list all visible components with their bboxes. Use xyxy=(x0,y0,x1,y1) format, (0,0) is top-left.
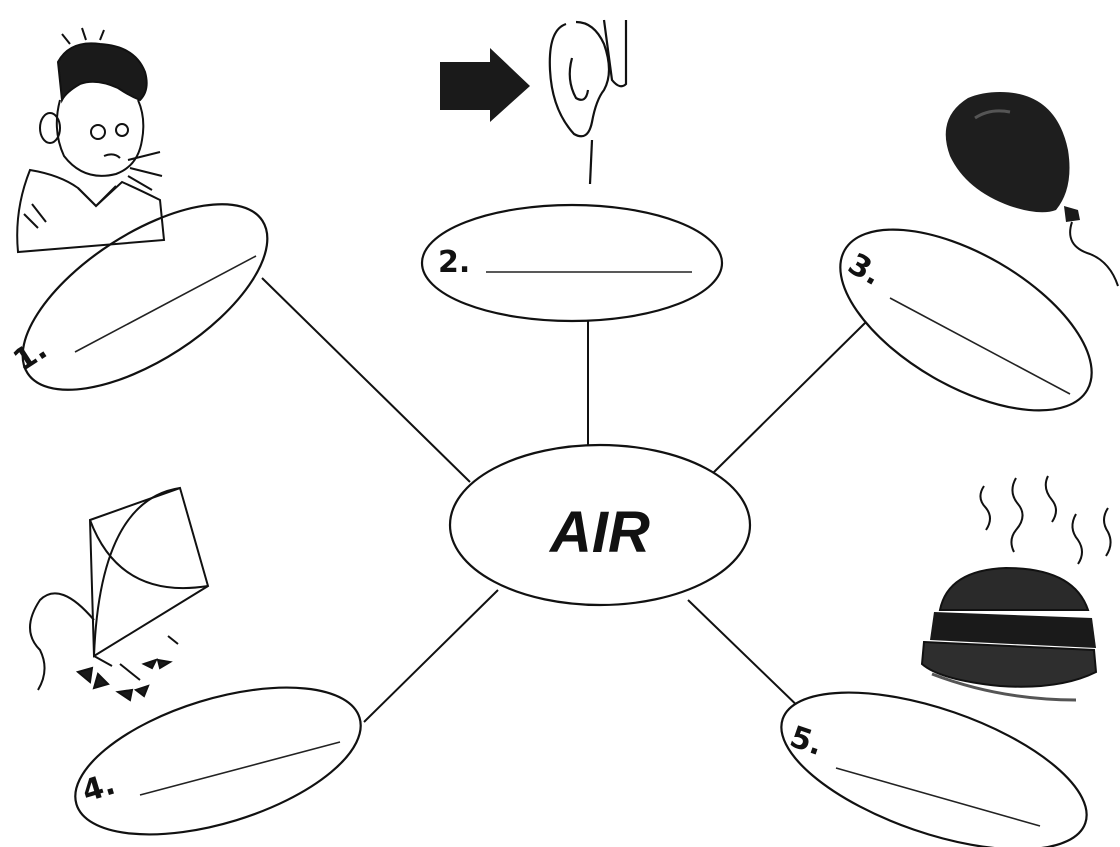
node-2-number: 2. xyxy=(438,245,470,280)
node-4: 4. xyxy=(74,686,362,836)
balloon-icon xyxy=(945,92,1119,287)
node-1-answer-line[interactable] xyxy=(74,255,257,353)
kite-icon xyxy=(29,486,210,702)
node-5-ellipse xyxy=(780,691,1088,847)
steam-icon xyxy=(979,475,1112,565)
node-2-ellipse xyxy=(420,203,724,323)
boy-blowing-icon xyxy=(16,27,166,254)
connector-5 xyxy=(687,599,809,717)
node-1: 1. xyxy=(7,203,269,391)
hamburger-icon xyxy=(920,475,1112,702)
node-3-answer-line[interactable] xyxy=(889,297,1071,395)
center-ellipse xyxy=(448,443,752,607)
node-5-answer-line[interactable] xyxy=(835,767,1041,827)
ear-icon xyxy=(548,19,628,185)
connector-1 xyxy=(261,277,471,483)
node-3-ellipse xyxy=(839,228,1093,412)
node-2: 2. xyxy=(420,203,724,323)
arrow-icon xyxy=(440,48,530,122)
connector-3 xyxy=(711,321,867,475)
node-1-ellipse xyxy=(21,203,269,391)
node-5: 5. xyxy=(780,691,1088,847)
connector-4 xyxy=(363,589,499,723)
arrow-to-ear-icon xyxy=(440,19,628,185)
center-label: AIR xyxy=(548,500,650,565)
node-4-ellipse xyxy=(74,686,362,836)
center-node: AIR xyxy=(448,443,752,607)
node-3: 3. xyxy=(839,228,1093,412)
node-4-answer-line[interactable] xyxy=(139,741,341,796)
connector-lines xyxy=(261,277,867,723)
